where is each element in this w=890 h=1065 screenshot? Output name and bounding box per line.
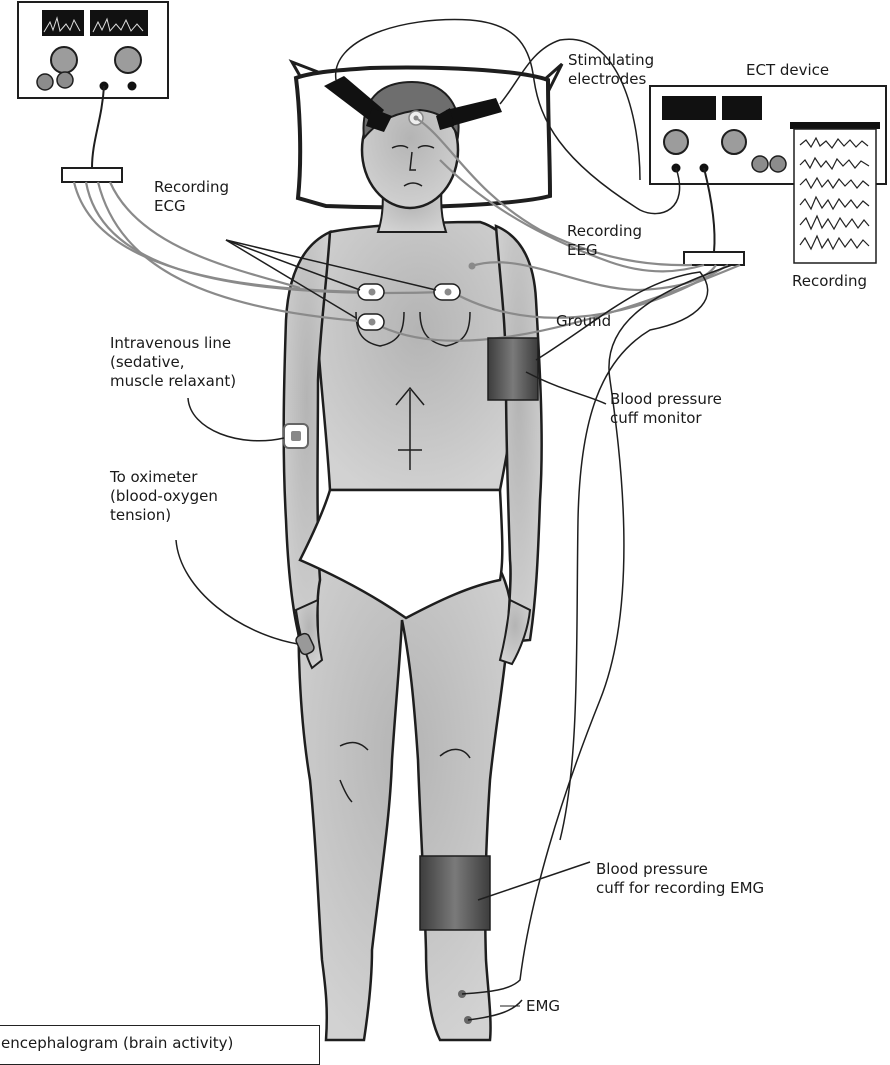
legend-text: encephalogram (brain activity) [1, 1034, 233, 1052]
label-ect-device: ECT device [746, 61, 829, 80]
label-stimulating-electrodes: Stimulating electrodes [568, 51, 654, 89]
label-intravenous-line: Intravenous line (sedative, muscle relax… [110, 334, 236, 391]
ground-electrode [469, 263, 476, 270]
recording-paper-strip [794, 129, 876, 263]
left-junction-box [62, 168, 122, 182]
arm-cuff-hose [536, 272, 708, 840]
right-junction-box [684, 252, 744, 265]
patient-body [284, 82, 542, 1040]
label-bp-cuff-monitor: Blood pressure cuff monitor [610, 390, 722, 428]
leg-cuff-pointer [478, 862, 590, 900]
ecg-electrode [358, 284, 384, 300]
oximeter-pointer [176, 540, 298, 644]
legend-box: encephalogram (brain activity) [0, 1025, 320, 1065]
arm-bp-cuff [488, 338, 538, 400]
ecg-electrode [358, 314, 384, 330]
iv-site [284, 424, 308, 448]
label-recording-ecg: Recording ECG [154, 178, 229, 216]
label-recording-eeg: Recording EEG [567, 222, 642, 260]
label-emg: EMG [526, 997, 560, 1016]
iv-pointer [188, 398, 284, 441]
label-bp-cuff-emg: Blood pressure cuff for recording EMG [596, 860, 764, 898]
label-to-oximeter: To oximeter (blood-oxygen tension) [110, 468, 218, 525]
label-recording: Recording [792, 272, 867, 291]
leg-bp-cuff [420, 856, 490, 930]
ecg-electrode [434, 284, 460, 300]
left-monitor-device [18, 2, 168, 98]
label-ground: Ground [556, 312, 611, 331]
